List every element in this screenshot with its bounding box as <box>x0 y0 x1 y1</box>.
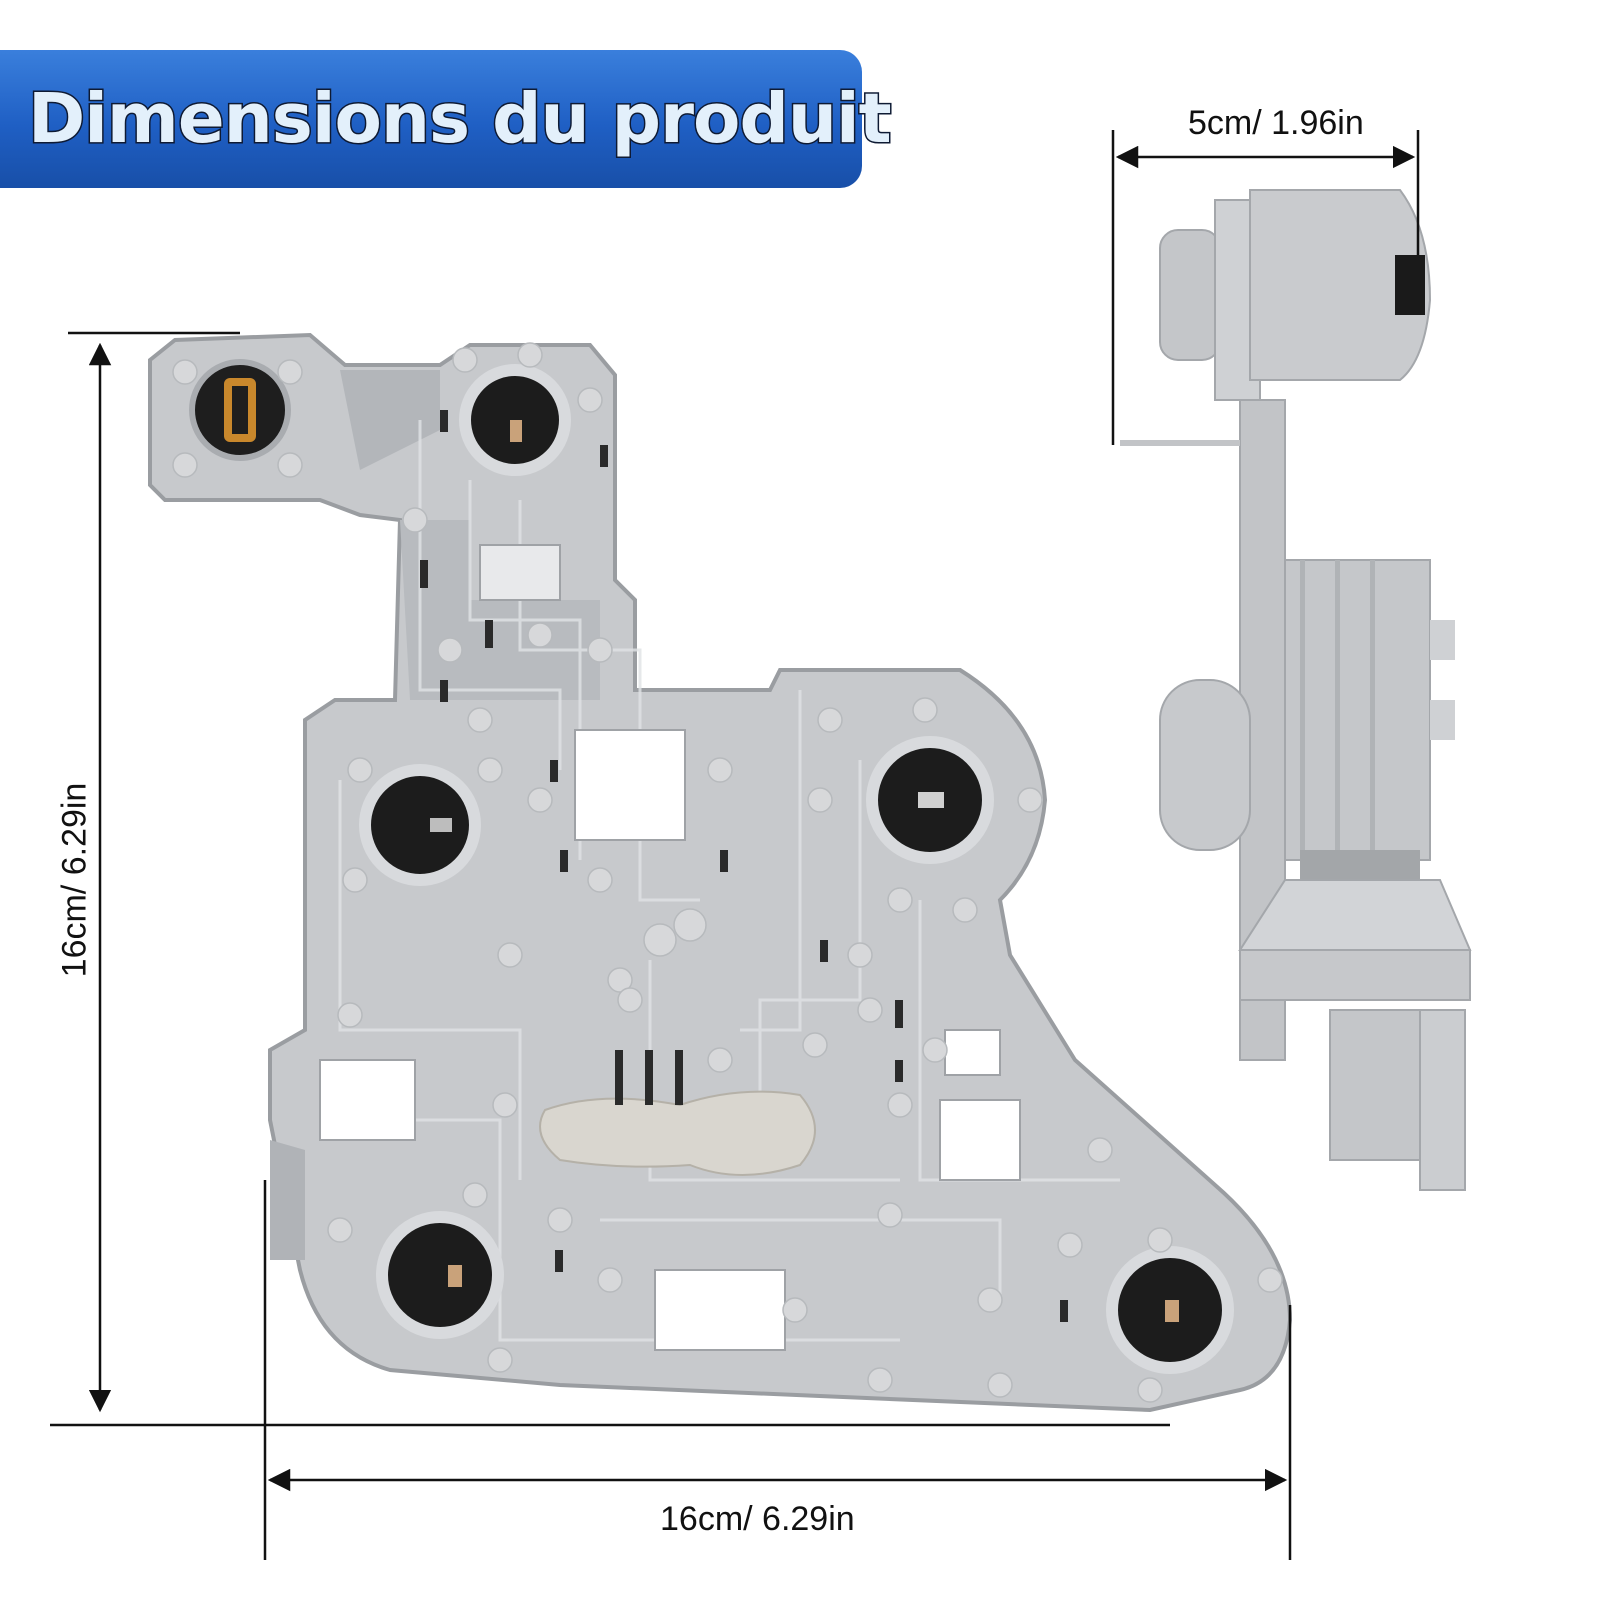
bulb-socket-amber-small <box>189 359 291 461</box>
bulb-socket-bottom-left <box>376 1211 504 1339</box>
title-banner: Dimensions du produit <box>0 50 893 188</box>
height-label: 16cm/ 6.29in <box>55 782 94 978</box>
width-label: 16cm/ 6.29in <box>660 1500 855 1538</box>
bulb-socket-left <box>359 764 481 886</box>
depth-label: 5cm/ 1.96in <box>1188 104 1364 142</box>
front-view-board <box>148 332 1293 1413</box>
page-title: Dimensions du produit <box>27 78 894 161</box>
side-view-profile <box>1120 189 1472 1191</box>
dimension-lines <box>50 130 1420 1560</box>
